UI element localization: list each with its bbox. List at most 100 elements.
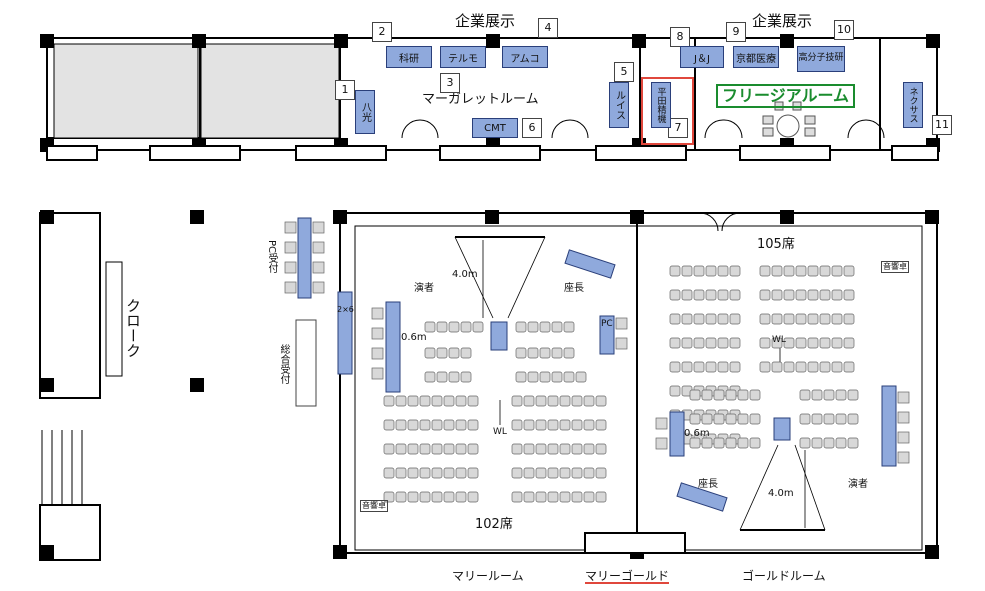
seat — [701, 389, 713, 401]
seat — [407, 395, 419, 407]
grey-room-a — [53, 43, 199, 139]
distance-label: 0.6m — [684, 428, 710, 439]
mary-room-label: マリールーム — [452, 569, 524, 583]
seat — [831, 313, 843, 325]
seat — [819, 361, 831, 373]
seat — [729, 361, 741, 373]
seat — [759, 313, 771, 325]
booth-number: 6 — [522, 118, 542, 138]
booth: テルモ — [440, 46, 486, 68]
seat — [737, 413, 749, 425]
seat — [563, 371, 575, 383]
seat — [431, 443, 443, 455]
seat — [527, 321, 539, 333]
seat — [771, 313, 783, 325]
seat — [819, 289, 831, 301]
seat — [681, 361, 693, 373]
seat — [823, 437, 835, 449]
seat — [559, 419, 571, 431]
seat — [563, 321, 575, 333]
seat — [571, 443, 583, 455]
seat — [547, 395, 559, 407]
seat — [807, 265, 819, 277]
seat — [431, 419, 443, 431]
seat — [729, 265, 741, 277]
booth: 八光 — [355, 90, 375, 134]
wl-label: WL — [772, 335, 786, 345]
room105-seats: 105席 — [757, 237, 795, 252]
seat — [443, 443, 455, 455]
seat — [563, 347, 575, 359]
exhibit-label-right: 企業展示 — [752, 12, 813, 30]
seat — [460, 347, 472, 359]
seat — [431, 491, 443, 503]
seat — [737, 389, 749, 401]
cloak-label: クローク — [124, 298, 142, 358]
wl-label: WL — [493, 427, 507, 437]
seat — [455, 467, 467, 479]
seat — [419, 419, 431, 431]
seat — [383, 443, 395, 455]
seat — [583, 467, 595, 479]
seat — [467, 419, 479, 431]
seat — [693, 337, 705, 349]
seat — [681, 265, 693, 277]
seat — [811, 413, 823, 425]
seat — [795, 361, 807, 373]
booth: 高分子技研 — [797, 46, 845, 72]
seat — [847, 437, 859, 449]
seat — [419, 395, 431, 407]
seat — [725, 389, 737, 401]
seat — [595, 443, 607, 455]
seat — [799, 389, 811, 401]
seat — [515, 371, 527, 383]
seat — [436, 371, 448, 383]
seat — [383, 395, 395, 407]
seat — [527, 371, 539, 383]
margaret-room-label: マーガレットルーム — [422, 92, 539, 107]
seat — [407, 419, 419, 431]
seat — [583, 395, 595, 407]
seat — [713, 437, 725, 449]
seat — [431, 467, 443, 479]
seat — [455, 419, 467, 431]
seat — [527, 347, 539, 359]
seat — [705, 361, 717, 373]
seat — [583, 419, 595, 431]
seat — [717, 289, 729, 301]
seat — [595, 395, 607, 407]
pc-reception-label: PC受付 — [266, 240, 277, 274]
seat — [729, 337, 741, 349]
seat — [559, 467, 571, 479]
seat — [783, 313, 795, 325]
seat — [811, 389, 823, 401]
seat — [831, 265, 843, 277]
seat — [455, 443, 467, 455]
seat — [705, 289, 717, 301]
seat — [693, 289, 705, 301]
seat — [807, 289, 819, 301]
seat — [551, 347, 563, 359]
booth: CMT — [472, 118, 518, 138]
seat — [523, 443, 535, 455]
distance-label: 4.0m — [768, 488, 794, 499]
pc-label: PC — [601, 319, 613, 329]
seat — [689, 389, 701, 401]
seat — [535, 443, 547, 455]
seat — [539, 321, 551, 333]
seat — [455, 395, 467, 407]
seat — [725, 437, 737, 449]
seat — [419, 467, 431, 479]
seat — [511, 395, 523, 407]
chair-label: 座長 — [564, 283, 584, 294]
seat — [539, 347, 551, 359]
distance-label: 0.6m — [401, 332, 427, 343]
seat — [467, 443, 479, 455]
seat — [539, 371, 551, 383]
seat — [717, 265, 729, 277]
booth-number: 10 — [834, 20, 854, 40]
seat — [575, 371, 587, 383]
mary-gold-label: マリーゴールド — [585, 569, 670, 584]
seat — [819, 265, 831, 277]
